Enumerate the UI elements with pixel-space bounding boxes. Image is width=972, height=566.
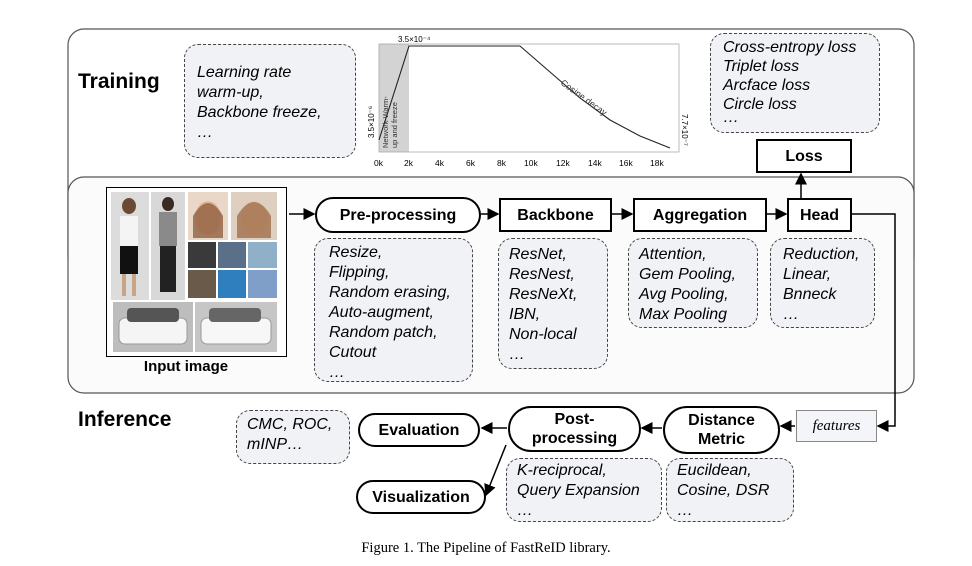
input-image-frame (106, 187, 287, 357)
features-box: features (796, 410, 877, 442)
loss-item: Circle loss (723, 96, 797, 113)
post-processing-label: processing (531, 430, 618, 447)
end-lr-label: 7.7×10⁻⁷ (680, 114, 689, 146)
aggregation-option: Gem Pooling, (639, 266, 736, 283)
x-tick-label: 8k (497, 158, 507, 168)
distance-metric-option: … (677, 502, 693, 519)
x-tick-label: 16k (619, 158, 633, 168)
lr-schedule-chart: 3.5×10⁻⁴ 3.5×10⁻⁶ 7.7×10⁻⁷ Network Warm-… (367, 35, 689, 168)
x-tick-label: 6k (466, 158, 476, 168)
arrow-head-to-features (852, 213, 896, 432)
x-axis-ticks: 0k 2k 4k 6k 8k 10k 12k 14k 16k 18k (374, 158, 664, 168)
warmup-label: up and freeze (390, 102, 399, 148)
head-option: Bnneck (783, 286, 837, 303)
distance-metric-box: Distance Metric (663, 406, 780, 454)
aggregation-box: Aggregation (633, 198, 767, 232)
post-processing-option: K-reciprocal, (517, 462, 607, 479)
training-title: Training (78, 70, 160, 93)
x-tick-label: 0k (374, 158, 384, 168)
figure-caption: Figure 1. The Pipeline of FastReID libra… (361, 540, 611, 556)
x-tick-label: 12k (556, 158, 570, 168)
loss-list-box: Cross-entropy loss Triplet loss Arcface … (710, 33, 880, 133)
head-option: Linear, (783, 266, 832, 283)
backbone-option: … (509, 346, 525, 363)
aggregation-option: Avg Pooling, (639, 286, 729, 303)
evaluation-metric: mINP… (247, 436, 303, 453)
evaluation-box: Evaluation (358, 413, 480, 447)
x-tick-label: 14k (588, 158, 602, 168)
x-tick-label: 18k (650, 158, 664, 168)
backbone-option: IBN, (509, 306, 541, 323)
preprocessing-option: … (329, 364, 345, 381)
post-processing-box: Post- processing (508, 406, 641, 452)
distance-metric-option: Cosine, DSR (677, 482, 770, 499)
post-processing-options: K-reciprocal, Query Expansion … (506, 458, 662, 522)
evaluation-metrics: CMC, ROC, mINP… (236, 410, 350, 464)
backbone-option: Non-local (509, 326, 577, 343)
post-processing-label: Post- (554, 411, 595, 428)
preprocessing-option: Cutout (329, 344, 377, 361)
aggregation-option: Attention, (639, 246, 707, 263)
backbone-options: ResNet, ResNest, ResNeXt, IBN, Non-local… (498, 238, 608, 369)
schedule-notes-box: Learning rate warm-up, Backbone freeze, … (184, 44, 356, 158)
head-options: Reduction, Linear, Bnneck … (770, 238, 875, 328)
distance-metric-options: Eucildean, Cosine, DSR … (666, 458, 794, 522)
start-lr-label: 3.5×10⁻⁶ (367, 106, 376, 138)
head-box: Head (787, 198, 852, 232)
lr-curve (378, 45, 671, 149)
chart-plot-area (378, 43, 680, 153)
loss-item: Triplet loss (723, 58, 800, 75)
preprocessing-box: Pre-processing (315, 197, 481, 233)
peak-lr-label: 3.5×10⁻⁴ (398, 35, 431, 44)
warmup-label: Network Warm- (381, 96, 390, 148)
x-tick-label: 4k (435, 158, 445, 168)
x-tick-label: 10k (524, 158, 538, 168)
evaluation-metric: CMC, ROC, (247, 416, 333, 433)
preprocessing-options: Resize, Flipping, Random erasing, Auto-a… (314, 238, 473, 382)
post-processing-option: Query Expansion (517, 482, 640, 499)
preprocessing-option: Auto-augment, (329, 304, 434, 321)
inference-title: Inference (78, 408, 172, 431)
input-image-mosaic (111, 192, 277, 352)
preprocessing-option: Random erasing, (329, 284, 451, 301)
loss-item: Arcface loss (723, 77, 811, 94)
distance-metric-label: Distance (688, 412, 755, 429)
backbone-option: ResNet, (509, 246, 567, 263)
distance-metric-option: Eucildean, (677, 462, 752, 479)
schedule-note-line: Learning rate (197, 64, 292, 81)
backbone-box: Backbone (499, 198, 612, 232)
cosine-decay-label: Cosine decay (559, 78, 609, 118)
loss-item: Cross-entropy loss (723, 39, 857, 56)
preprocessing-option: Flipping, (329, 264, 390, 281)
schedule-note-line: Backbone freeze, (197, 104, 322, 121)
visualization-box: Visualization (356, 480, 486, 514)
backbone-option: ResNest, (509, 266, 575, 283)
aggregation-options: Attention, Gem Pooling, Avg Pooling, Max… (628, 238, 758, 328)
preprocessing-option: Resize, (329, 244, 383, 261)
backbone-option: ResNeXt, (509, 286, 578, 303)
head-option: … (783, 306, 799, 323)
distance-metric-label: Metric (697, 431, 746, 448)
input-image-caption: Input image (143, 358, 229, 375)
post-processing-option: … (517, 502, 533, 519)
head-option: Reduction, (783, 246, 860, 263)
loss-item: … (723, 109, 739, 126)
preprocessing-option: Random patch, (329, 324, 438, 341)
arrow-post-to-visualization (484, 444, 507, 497)
schedule-note-line: … (197, 124, 213, 141)
loss-box: Loss (756, 139, 852, 173)
schedule-note-line: warm-up, (197, 84, 264, 101)
x-tick-label: 2k (404, 158, 414, 168)
aggregation-option: Max Pooling (639, 306, 728, 323)
